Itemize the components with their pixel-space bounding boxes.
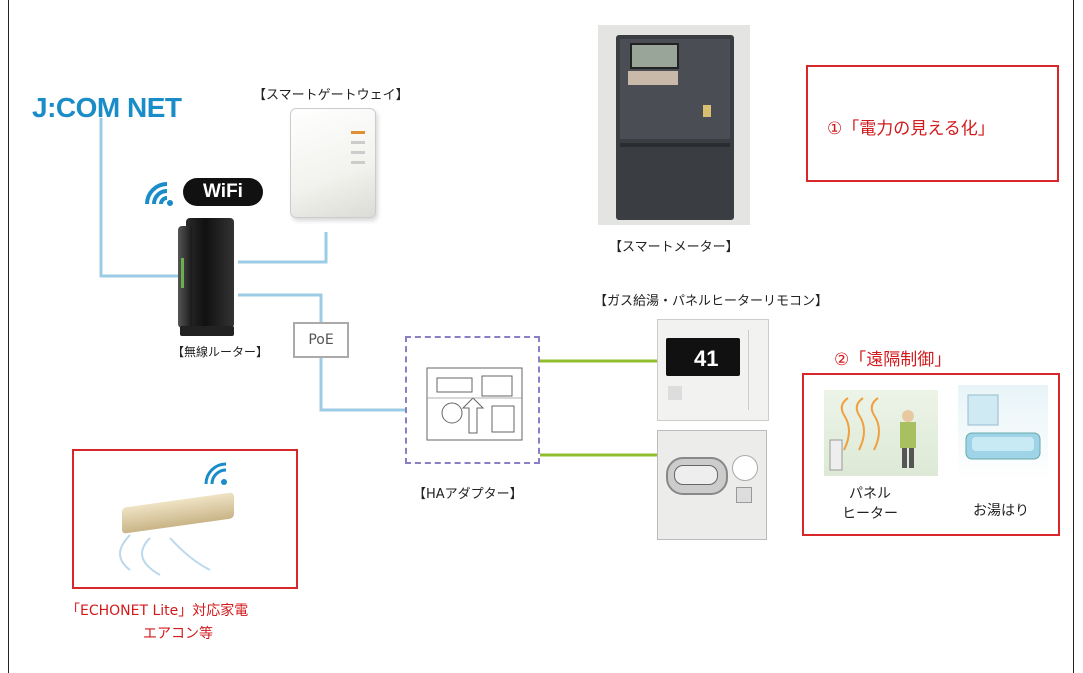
frame-border — [8, 0, 1074, 673]
ha-adapter-drawing — [426, 367, 523, 441]
poe-line — [238, 293, 323, 322]
bath-image — [958, 385, 1048, 480]
smart-gateway — [290, 108, 376, 218]
wireless-router — [178, 218, 236, 336]
heater-remote — [657, 430, 767, 540]
smart-meter — [598, 25, 750, 225]
air-conditioner — [122, 492, 240, 534]
echonet-box — [72, 449, 298, 589]
ha-adapter-label: 【HAアダプター】 — [413, 487, 523, 502]
gas-remote: 41 — [657, 319, 769, 421]
gas-remote-display: 41 — [666, 338, 740, 376]
remote-control-box — [802, 373, 1060, 536]
adapter-line — [319, 358, 405, 412]
gateway-label: 【スマートゲートウェイ】 — [253, 88, 409, 103]
bath-label: お湯はり — [973, 503, 1029, 519]
router-label: 【無線ルーター】 — [172, 345, 269, 359]
visualization-box — [806, 65, 1059, 182]
visualization-label: ①「電力の見える化」 — [827, 119, 995, 139]
wifi-signal-icon — [145, 182, 173, 206]
panel-heater-label: パネル ヒーター — [842, 486, 898, 522]
wifi-logo: WiFi — [143, 176, 263, 208]
aircon-wifi-icon — [204, 462, 227, 485]
panel-heater-image — [824, 390, 938, 476]
ha-adapter-box — [405, 336, 540, 464]
remote-label: 【ガス給湯・パネルヒーターリモコン】 — [594, 294, 829, 309]
echonet-label-2: エアコン等 — [143, 626, 213, 642]
airflow-icon — [119, 534, 211, 576]
remote-control-label: ②「遠隔制御」 — [834, 350, 952, 370]
smart-meter-label: 【スマートメーター】 — [609, 240, 739, 255]
jcom-logo: J:COM NET — [32, 92, 182, 123]
poe-box: PoE — [293, 322, 349, 358]
gateway-line — [238, 232, 328, 264]
bathtub-icon — [965, 394, 1041, 460]
isp-line — [99, 118, 178, 278]
echonet-label-1: 「ECHONET Lite」対応家電 — [66, 603, 249, 619]
heat-wave-icon — [829, 397, 916, 471]
wifi-badge: WiFi — [183, 178, 263, 206]
